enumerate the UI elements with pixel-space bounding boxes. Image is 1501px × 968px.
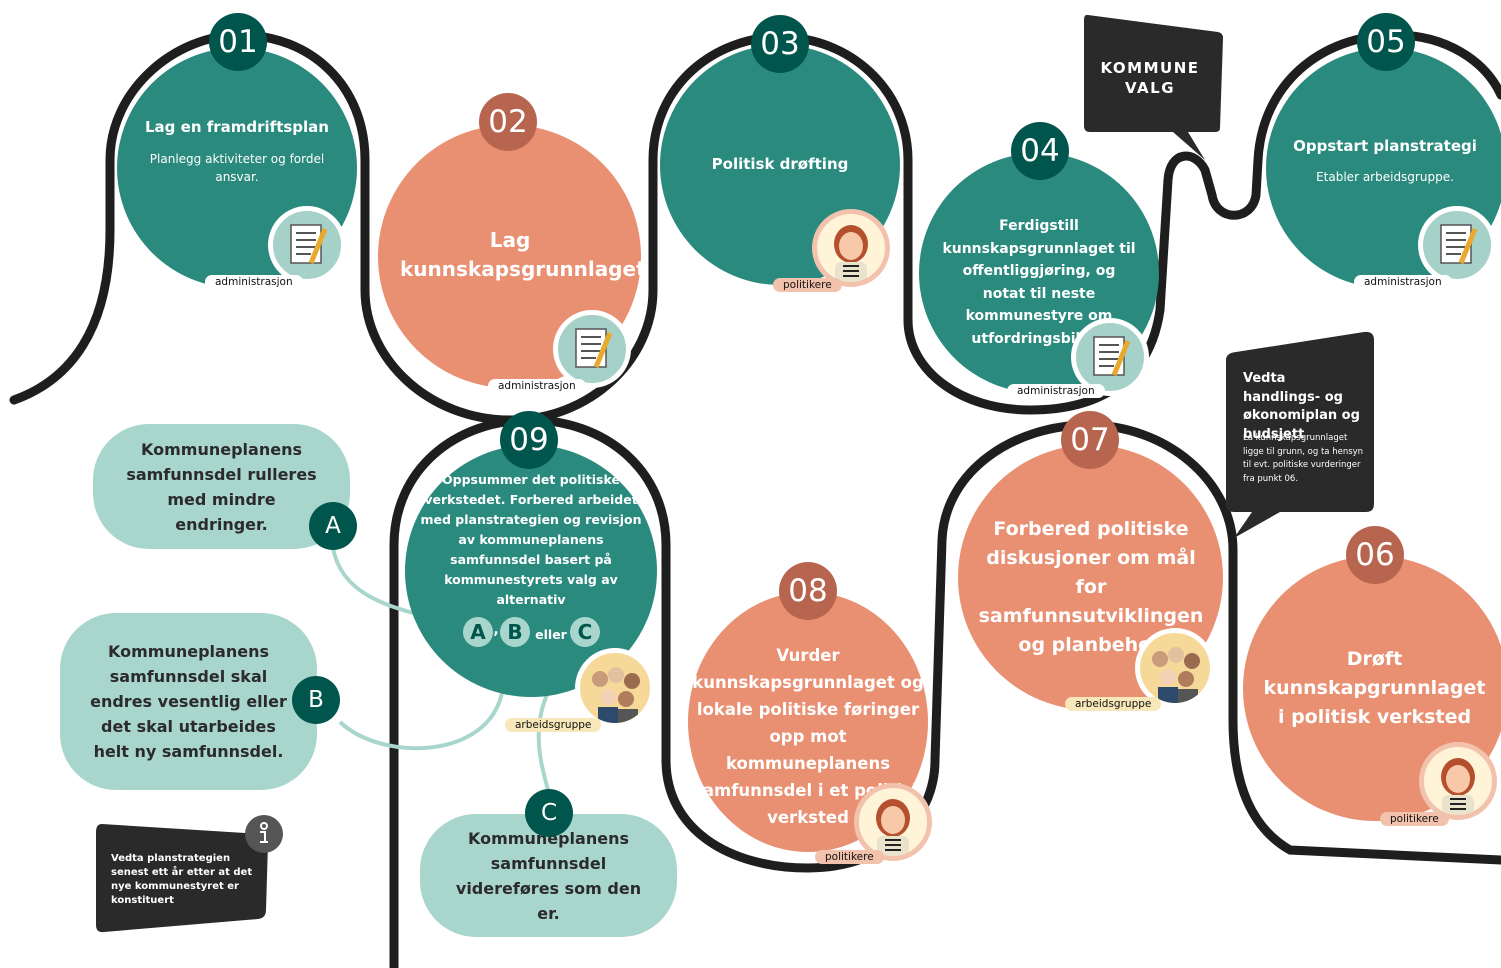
step-09-role: arbeidsgruppe bbox=[505, 718, 602, 732]
outcome-b: Kommuneplanens samfunnsdel skal endres v… bbox=[60, 613, 317, 790]
step-04-title: Ferdigstill kunnskapsgrunnlaget til offe… bbox=[942, 218, 1136, 347]
step-01-badge: 01 bbox=[209, 13, 267, 71]
step-03-badge: 03 bbox=[751, 15, 809, 73]
step-05-title: Oppstart planstrategi bbox=[1293, 137, 1477, 155]
option-b: B bbox=[500, 617, 530, 647]
step-06-title: Drøft kunnskapgrunnlaget i politisk verk… bbox=[1263, 648, 1486, 728]
step-04-badge: 04 bbox=[1011, 122, 1069, 180]
info-callout bbox=[96, 824, 268, 933]
step-05-role: administrasjon bbox=[1354, 275, 1452, 289]
step-06-badge: 06 bbox=[1346, 526, 1404, 584]
outcome-c-text: Kommuneplanens samfunnsdel videreføres s… bbox=[455, 828, 642, 923]
step-01-title: Lag en framdriftsplan bbox=[145, 118, 329, 136]
outcome-b-text: Kommuneplanens samfunnsdel skal endres v… bbox=[90, 642, 287, 761]
election-callout bbox=[1084, 14, 1223, 160]
step-03-title: Politisk drøfting bbox=[711, 155, 849, 173]
budget-callout bbox=[1226, 331, 1374, 538]
step-09-badge: 09 bbox=[500, 411, 558, 469]
step-05-badge: 05 bbox=[1357, 13, 1415, 71]
option-c: C bbox=[570, 617, 600, 647]
step-08-role: politikere bbox=[815, 850, 884, 864]
politician-icon bbox=[812, 209, 890, 287]
step-06-role: politikere bbox=[1380, 812, 1449, 826]
election-label: KOMMUNE VALG bbox=[1100, 59, 1200, 97]
option-comma: , bbox=[493, 622, 499, 638]
outcome-a-text: Kommuneplanens samfunnsdel rulleres med … bbox=[126, 439, 317, 534]
document-icon bbox=[1418, 206, 1496, 284]
politician-icon bbox=[1419, 742, 1497, 820]
step-07-badge: 07 bbox=[1061, 411, 1119, 469]
group-icon bbox=[575, 648, 655, 728]
document-icon bbox=[553, 310, 631, 388]
outcome-b-letter: B bbox=[292, 676, 340, 724]
step-01-subtitle: Planlegg aktiviteter og fordel ansvar. bbox=[149, 152, 325, 184]
step-04-role: administrasjon bbox=[1007, 384, 1105, 398]
step-02-role: administrasjon bbox=[488, 379, 586, 393]
step-03-role: politikere bbox=[773, 278, 842, 292]
option-a: A bbox=[463, 617, 493, 647]
step-01-role: administrasjon bbox=[205, 275, 303, 289]
group-icon bbox=[1135, 628, 1215, 708]
step-07-title: Forbered politiske diskusjoner om mål fo… bbox=[978, 518, 1204, 656]
politician-icon bbox=[854, 783, 932, 861]
step-08-title: Vurder kunnskapsgrunnlaget og lokale pol… bbox=[692, 646, 924, 827]
outcome-a: Kommuneplanens samfunnsdel rulleres med … bbox=[93, 424, 350, 549]
info-text: Vedta planstrategien senest ett år etter… bbox=[111, 853, 253, 906]
step-02-badge: 02 bbox=[479, 93, 537, 151]
step-08-badge: 08 bbox=[779, 562, 837, 620]
info-icon bbox=[245, 815, 283, 853]
step-07-role: arbeidsgruppe bbox=[1065, 697, 1162, 711]
option-or: eller bbox=[535, 627, 567, 642]
budget-text: La kunnskapsgrunnlaget ligge til grunn, … bbox=[1243, 433, 1364, 484]
budget-title: Vedta handlings- og økonomiplan og budsj… bbox=[1243, 371, 1360, 442]
outcome-a-letter: A bbox=[309, 502, 357, 550]
document-icon bbox=[1071, 318, 1149, 396]
step-09-title: Oppsummer det politiske verkstedet. Forb… bbox=[420, 472, 642, 607]
step-02-title: Lag kunnskapsgrunnlaget bbox=[400, 228, 646, 281]
outcome-c-letter: C bbox=[525, 789, 573, 837]
document-icon bbox=[268, 206, 346, 284]
step-05-subtitle: Etabler arbeidsgruppe. bbox=[1316, 170, 1454, 184]
